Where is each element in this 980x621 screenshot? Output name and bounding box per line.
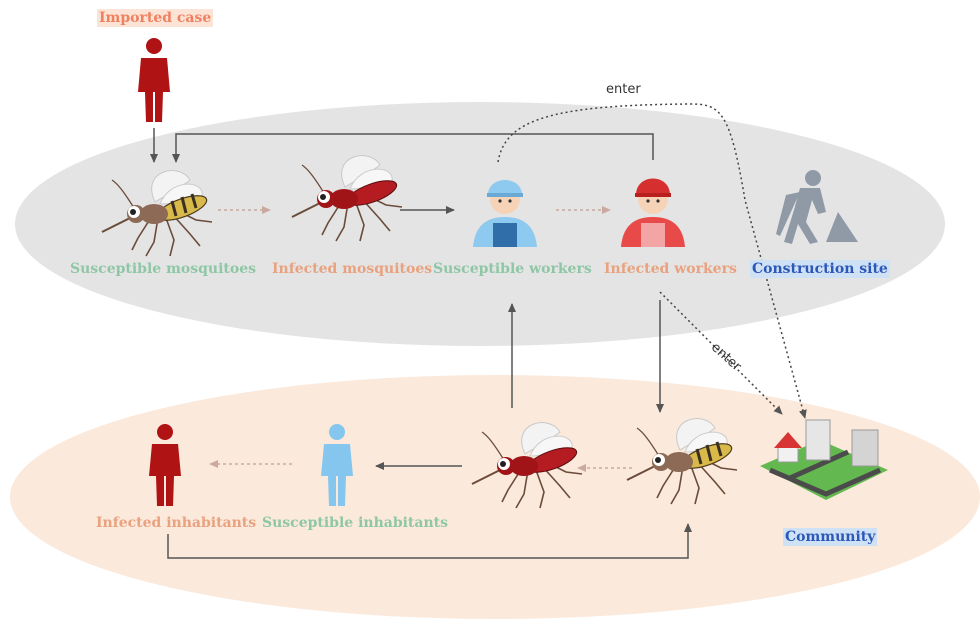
susceptible-mosquitoes-label: Susceptible mosquitoes (70, 261, 256, 277)
construction-worker-icon (776, 170, 858, 244)
susceptible-worker-icon (473, 180, 537, 247)
construction-site-label: Construction site (750, 260, 890, 278)
infected-inhabitants-label: Infected inhabitants (96, 515, 257, 531)
worker-to-mosquito-feedback-arrow (172, 133, 654, 163)
susceptible-mosquito-icon (101, 169, 213, 257)
enter-label-top: enter (606, 82, 641, 97)
imported-case-label: Imported case (97, 9, 214, 27)
susceptible-workers-label: Susceptible workers (433, 261, 592, 277)
infected-mosquito-icon (291, 154, 403, 242)
inhabitant-to-mosquito-feedback-arrow (167, 523, 692, 559)
enter-dotted-path-right (659, 291, 783, 415)
infected-mosquitoes-label: Infected mosquitoes (272, 261, 433, 277)
community-zone (10, 375, 980, 619)
susceptible-inhabitants-label: Susceptible inhabitants (262, 515, 448, 531)
infected-mosquito-bottom-icon (471, 421, 583, 509)
infected-workers-label: Infected workers (604, 261, 737, 277)
susceptible-inhabitant-icon (321, 424, 353, 506)
construction-site-zone (15, 102, 945, 346)
community-label: Community (783, 528, 878, 546)
susceptible-mosquito-bottom-icon (626, 417, 738, 505)
imported-case-person-icon (138, 38, 170, 122)
infected-inhabitant-icon (149, 424, 181, 506)
community-buildings-icon (760, 419, 888, 500)
infected-worker-icon (621, 178, 685, 247)
